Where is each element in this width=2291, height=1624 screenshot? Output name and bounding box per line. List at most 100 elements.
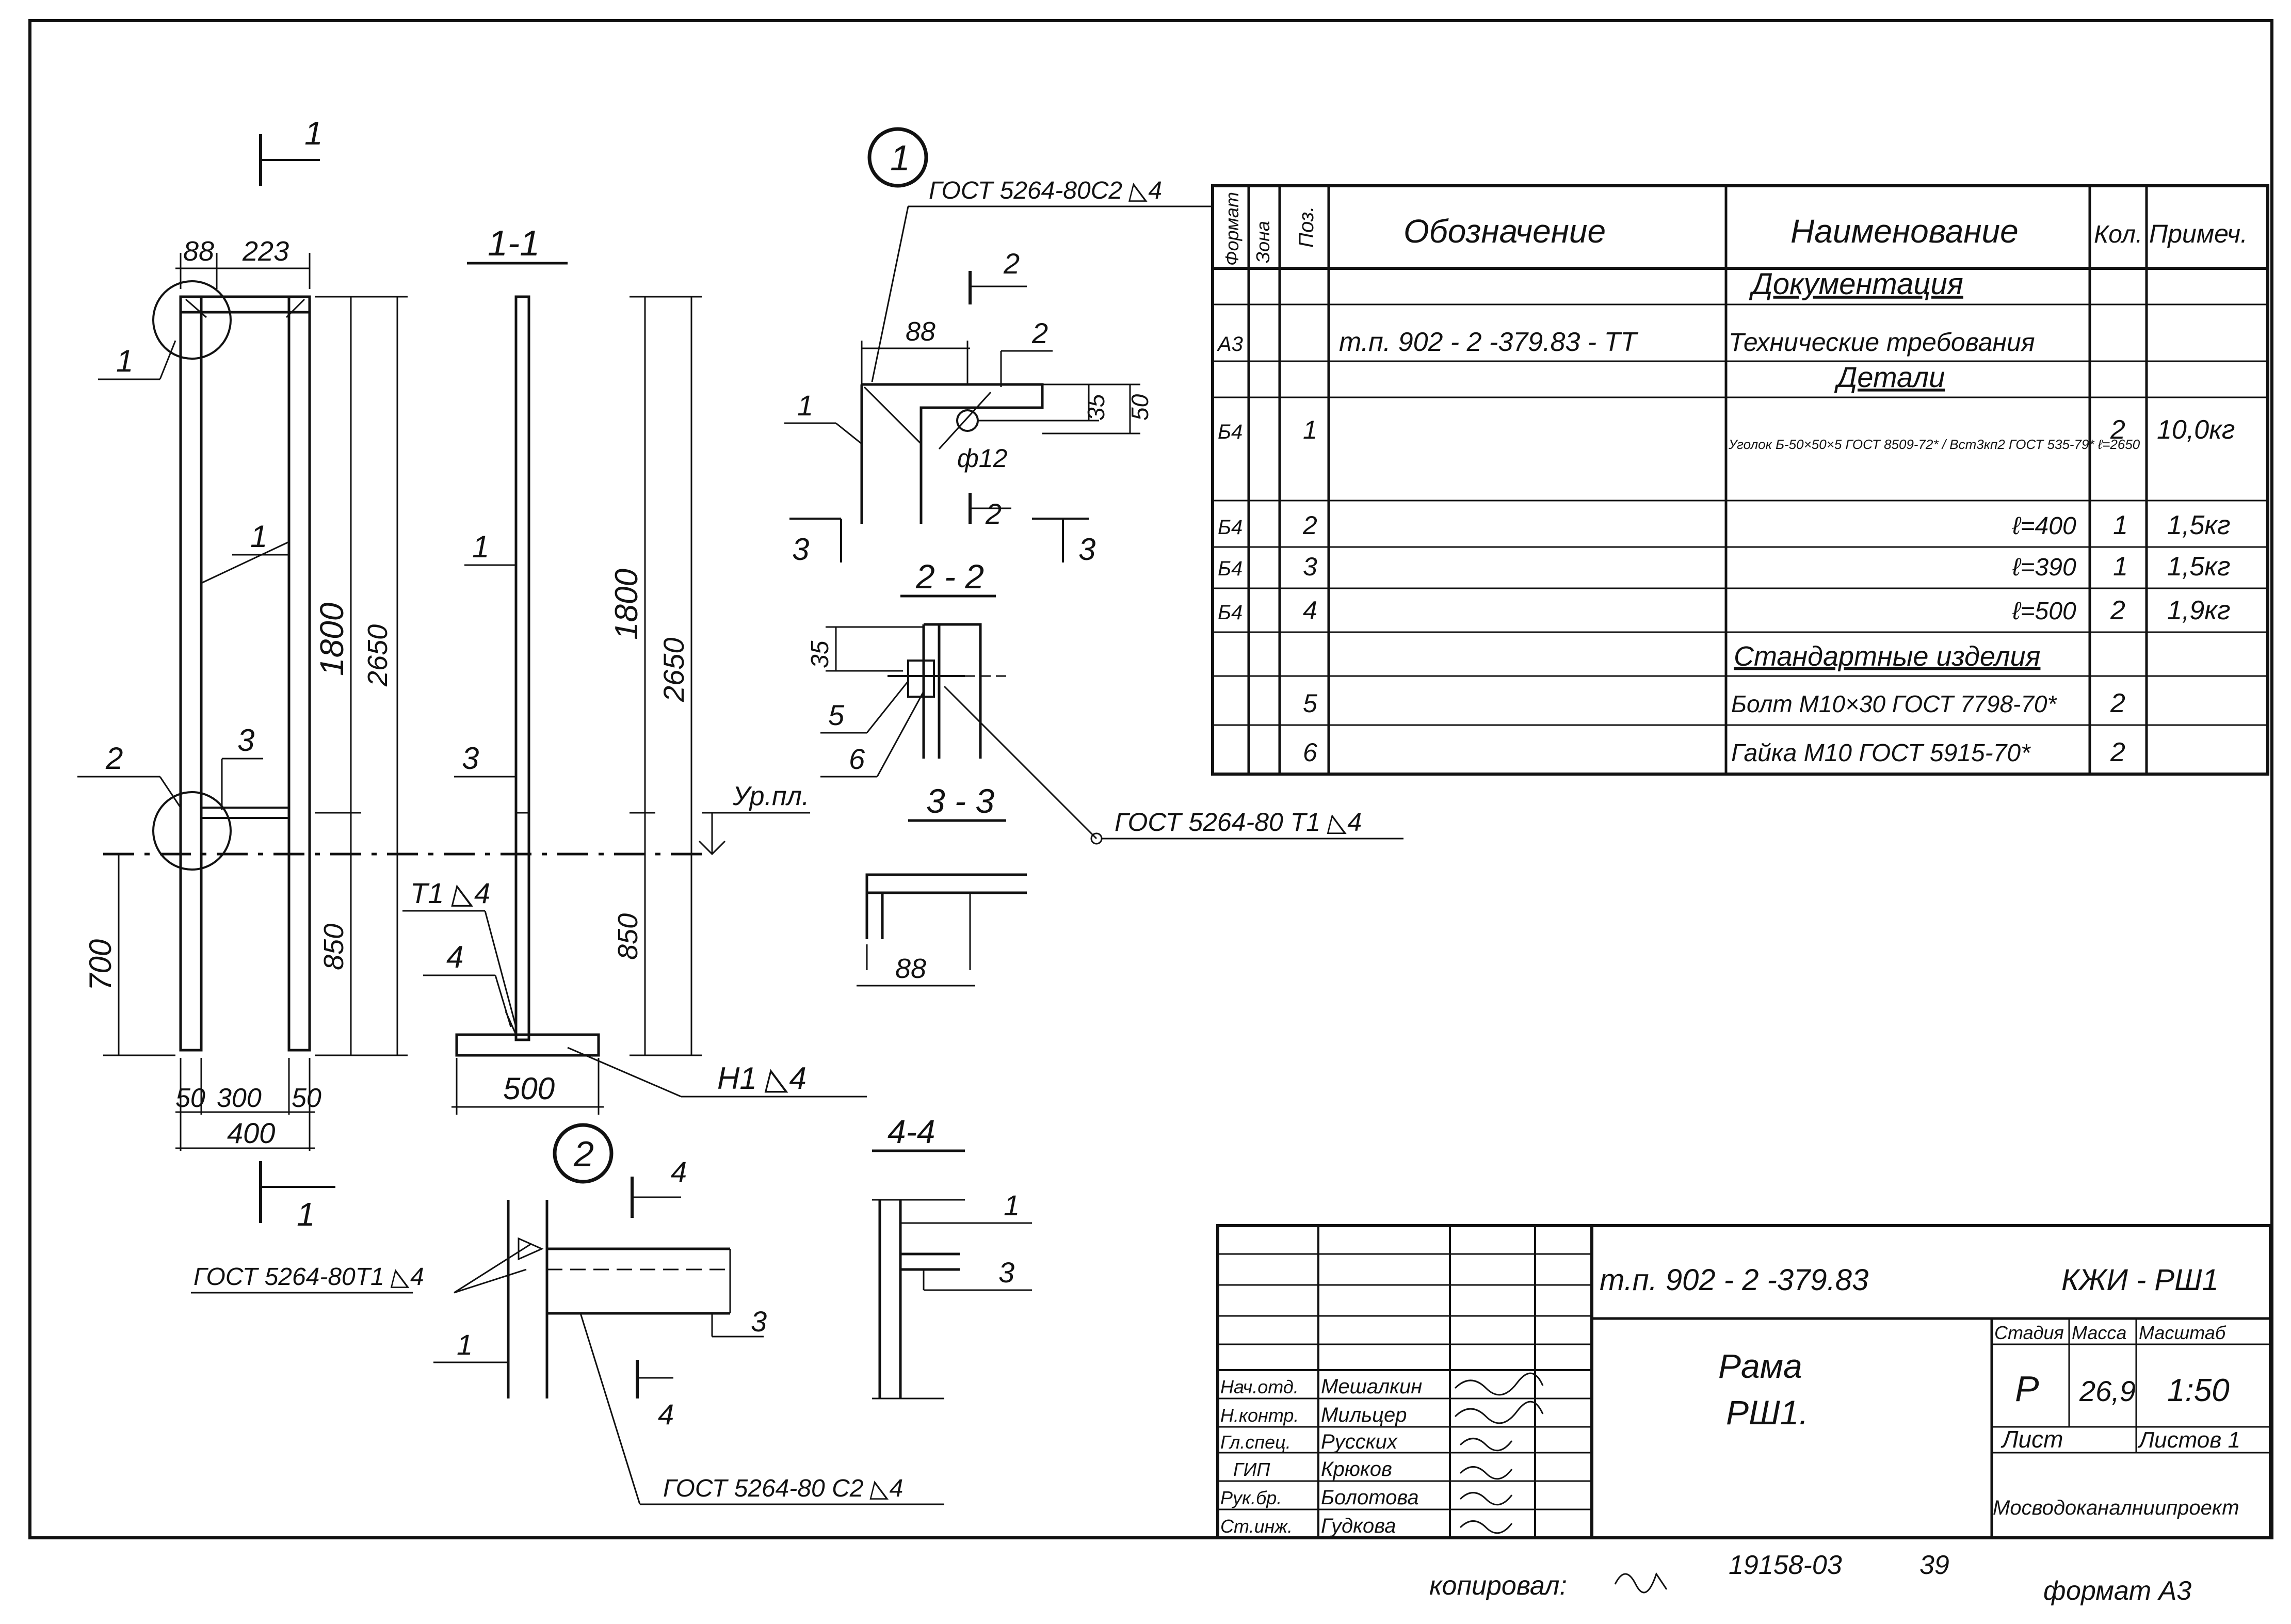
section-title: 2 - 2 (915, 557, 984, 596)
signature (1459, 1438, 1513, 1452)
leader (866, 681, 909, 733)
table-row: Стандартные изделия (1734, 641, 2040, 672)
dim-value: 700 (83, 939, 118, 991)
cell-pos: 4 (1303, 596, 1317, 625)
table-row: А3 т.п. 902 - 2 -379.83 - ТТ Технические… (1217, 327, 2035, 357)
angle-profile (862, 383, 1044, 524)
title-block: т.п. 902 - 2 -379.83 КЖИ - РШ1 Рама РШ1.… (1216, 1224, 2272, 1539)
angle-profile (865, 873, 1027, 939)
node-1-detail: 1 ГОСТ 5264-80С2 ◺4 2 2 ф12 88 2 1 (784, 127, 1213, 567)
role: Гл.спец. (1220, 1432, 1291, 1453)
table-row: Б4 2 ℓ=400 1 1,5кг (1218, 510, 2230, 540)
section-label: 4 (671, 1155, 687, 1188)
table-frame (1211, 184, 2269, 776)
pos-label: 6 (849, 743, 865, 775)
role: Нач.отд. (1220, 1376, 1299, 1397)
pos-label: 1 (1004, 1189, 1020, 1221)
role: Рук.бр. (1220, 1487, 1282, 1508)
stage-header: Стадия (1994, 1322, 2064, 1343)
cell-pos: 2 (1302, 511, 1317, 540)
header-designation: Обозначение (1403, 213, 1606, 250)
frame-top-bar (179, 295, 311, 314)
drawing-title-2: РШ1. (1726, 1393, 1809, 1432)
sheets-label: Листов 1 (2137, 1427, 2240, 1453)
frame-post-left (179, 295, 203, 1052)
bolt-hole (956, 409, 979, 432)
weld-note: ГОСТ 5264-80 С2 ◺4 (663, 1475, 903, 1502)
cell-name: Документация (1749, 267, 1963, 301)
weld-note: ГОСТ 5264-80 Т1 ◺4 (1115, 808, 1362, 837)
leader (871, 206, 909, 382)
cell-qty: 1 (2113, 510, 2128, 540)
node-callout-number: 1 (890, 138, 910, 178)
section-3-3: 3 - 3 88 (857, 782, 1027, 987)
leader (159, 340, 176, 380)
cell-pos: 3 (1303, 552, 1317, 581)
person: Русских (1321, 1430, 1398, 1453)
frame-elevation: 1 1 88 223 1 1 2 3 (77, 115, 408, 1233)
cell-name: Болт М10×30 ГОСТ 7798-70* (1731, 690, 2058, 717)
pos-label: 1 (797, 389, 813, 422)
sheet-label: Лист (2000, 1426, 2063, 1453)
cell-format: Б4 (1218, 421, 1243, 443)
pos-label: 2 (1031, 317, 1048, 349)
node-2-detail: 2 4 4 ГОСТ 5264-80Т1 ◺4 1 3 ГОСТ 5264-80… (191, 1123, 944, 1505)
dim-value: 400 (227, 1117, 275, 1149)
weld-label: Т1 ◺4 (410, 877, 490, 909)
spec-table: Формат Зона Поз. Обозначение Наименовани… (1211, 184, 2269, 776)
table-row: Документация (1749, 267, 1963, 301)
copyist-signature (1614, 1572, 1668, 1594)
leader (454, 1268, 527, 1294)
table-row: 5 Болт М10×30 ГОСТ 7798-70* 2 (1303, 688, 2125, 718)
mass-value: 26,9 (2079, 1375, 2136, 1407)
hole-label: ф12 (957, 444, 1008, 473)
header-zone: Зона (1252, 221, 1273, 263)
copied-label: копировал: (1429, 1571, 1567, 1601)
cell-note: 1,5кг (2167, 510, 2230, 540)
table-row: Б4 1 Уголок Б-50×50×5 ГОСТ 8509-72* / Вс… (1218, 415, 2235, 452)
cell-format: Б4 (1218, 516, 1243, 539)
dim-value: 500 (503, 1071, 555, 1106)
section-1-1: 1-1 1 3 4 Т1 ◺4 Н1 ◺4 1800 2650 850 (402, 223, 867, 1115)
weld-label: Н1 ◺4 (717, 1061, 806, 1096)
dim-value: 35 (1083, 394, 1109, 421)
dim-value: 850 (318, 924, 349, 970)
drawing-title: Рама (1718, 1347, 1802, 1385)
level-arrow (698, 840, 726, 856)
base-plate (455, 1033, 600, 1057)
section-label: 1 (297, 1196, 315, 1233)
signature (1454, 1372, 1544, 1396)
cell-name: Уголок Б-50×50×5 ГОСТ 8509-72* / Вст3кп2… (1728, 437, 2140, 452)
cell-qty: 2 (2110, 688, 2125, 718)
leader (835, 422, 862, 445)
format-label: формат А3 (2043, 1576, 2191, 1606)
section-title: 4-4 (888, 1113, 935, 1150)
node-callout-number: 2 (573, 1134, 594, 1174)
detail-circle-1 (152, 280, 232, 360)
dim-value: 300 (217, 1083, 262, 1113)
detail-circle-2 (152, 791, 232, 871)
sheet-number: 39 (1919, 1550, 1949, 1580)
pos-label: 4 (446, 940, 463, 974)
sheet-border (28, 19, 2273, 1539)
weld-note: ГОСТ 5264-80Т1 ◺4 (193, 1263, 424, 1291)
scale-header: Масштаб (2139, 1322, 2227, 1343)
leader (494, 975, 512, 1027)
cell-qty: 2 (2110, 596, 2125, 625)
pos-label: 2 (105, 741, 123, 776)
dim-value: 35 (806, 640, 834, 668)
section-title: 3 - 3 (926, 782, 994, 820)
dim-value: 1800 (609, 569, 644, 640)
pos-label: 3 (462, 741, 479, 776)
leader (943, 685, 1098, 840)
frame-post-right (287, 295, 311, 1052)
stage-value: Р (2015, 1369, 2039, 1409)
header-pos: Поз. (1295, 206, 1318, 248)
cell-format: А3 (1217, 333, 1243, 356)
section-4-4: 4-4 1 3 (872, 1113, 1032, 1400)
pos-label: 3 (998, 1256, 1014, 1289)
header-name: Наименование (1790, 213, 2019, 250)
section-label: 1 (304, 115, 323, 152)
cell-note: 1,5кг (2167, 552, 2230, 582)
dim-value: 223 (242, 236, 289, 267)
